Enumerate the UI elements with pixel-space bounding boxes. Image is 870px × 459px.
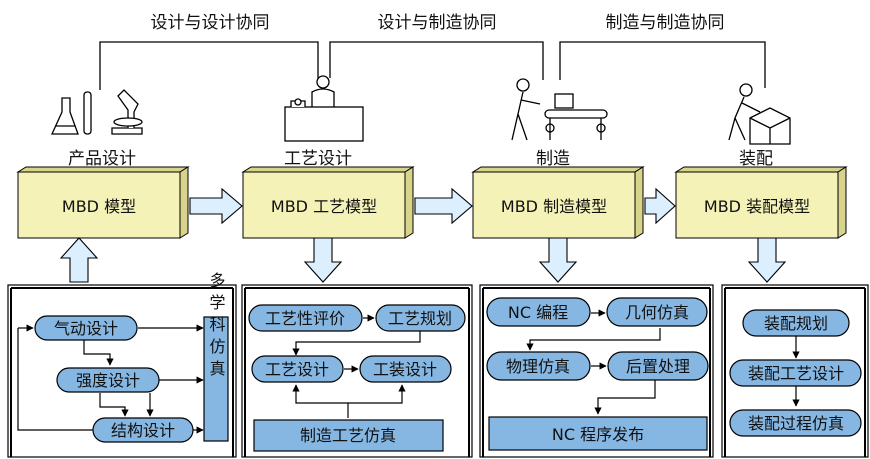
node-physical-simulation: 物理仿真 (506, 357, 570, 376)
node-assembly-process-design: 装配工艺设计 (748, 364, 844, 383)
panel-frame-manufacturing (479, 284, 714, 458)
stage-label-manufacturing: 制造 (536, 149, 570, 169)
model-label-process: MBD 工艺模型 (271, 197, 377, 216)
collab-manufacturing-manufacturing: 制造与制造协同 (606, 13, 725, 33)
down-arrow-manufacturing (538, 237, 578, 283)
panel-process: 工艺性评价 工艺规划 工艺设计 工装设计 制造工艺仿真 (248, 304, 466, 452)
collab-design-manufacturing: 设计与制造协同 (378, 13, 497, 33)
node-geometric-simulation: 几何仿真 (625, 303, 689, 322)
up-arrow-to-mbd (59, 237, 99, 283)
node-structure-design: 结构设计 (111, 421, 175, 440)
node-assembly-process-simulation: 装配过程仿真 (748, 414, 844, 433)
stage-label-process-design: 工艺设计 (284, 149, 352, 169)
model-box-mbd: MBD 模型 (16, 166, 190, 239)
down-arrow-assembly (747, 237, 787, 283)
node-nc-program-release: NC 程序发布 (552, 425, 644, 444)
panel-design: 气动设计 强度设计 结构设计 多学科仿真 (17, 272, 229, 443)
conveyor-worker-icon (511, 78, 608, 141)
model-box-assembly: MBD 装配模型 (674, 166, 848, 239)
model-box-manufacturing: MBD 制造模型 (471, 166, 645, 239)
node-process-planning: 工艺规划 (388, 309, 452, 328)
panel-frame-design (7, 284, 237, 458)
assembly-worker-box-icon (728, 83, 791, 145)
collab-design-design: 设计与设计协同 (151, 13, 270, 33)
panel-assembly: 装配规划 装配工艺设计 装配过程仿真 (729, 309, 862, 437)
node-assembly-planning: 装配规划 (764, 314, 828, 333)
panel-frame-assembly (721, 284, 869, 458)
lab-flasks-microscope-icon (50, 89, 143, 135)
desk-worker-icon (284, 75, 364, 142)
node-multidisciplinary-sim: 多学科仿真 (207, 272, 226, 382)
node-tooling-design: 工装设计 (373, 360, 437, 379)
node-process-design: 工艺设计 (265, 360, 329, 379)
node-process-simulation: 制造工艺仿真 (300, 426, 396, 445)
panel-frame-process (241, 284, 473, 458)
down-arrow-process (303, 237, 343, 283)
model-box-process: MBD 工艺模型 (241, 166, 415, 239)
node-post-processing: 后置处理 (626, 357, 690, 376)
model-label-manufacturing: MBD 制造模型 (501, 197, 607, 216)
node-pneumatic-design: 气动设计 (54, 319, 118, 338)
panel-manufacturing: NC 编程 几何仿真 物理仿真 后置处理 NC 程序发布 (486, 297, 709, 451)
collaboration-brackets (99, 41, 766, 90)
flow-arrow-mbd-to-process (189, 187, 243, 225)
stage-label-assembly: 装配 (739, 149, 773, 169)
model-label-assembly: MBD 装配模型 (704, 197, 810, 216)
flow-arrow-manufacturing-to-assembly (644, 187, 676, 225)
node-manufacturability-evaluation: 工艺性评价 (265, 309, 345, 328)
node-nc-programming: NC 编程 (508, 303, 568, 322)
flow-arrow-process-to-manufacturing (414, 187, 473, 225)
stage-label-product-design: 产品设计 (68, 149, 136, 169)
node-strength-design: 强度设计 (76, 371, 140, 390)
model-label-mbd: MBD 模型 (62, 197, 136, 216)
